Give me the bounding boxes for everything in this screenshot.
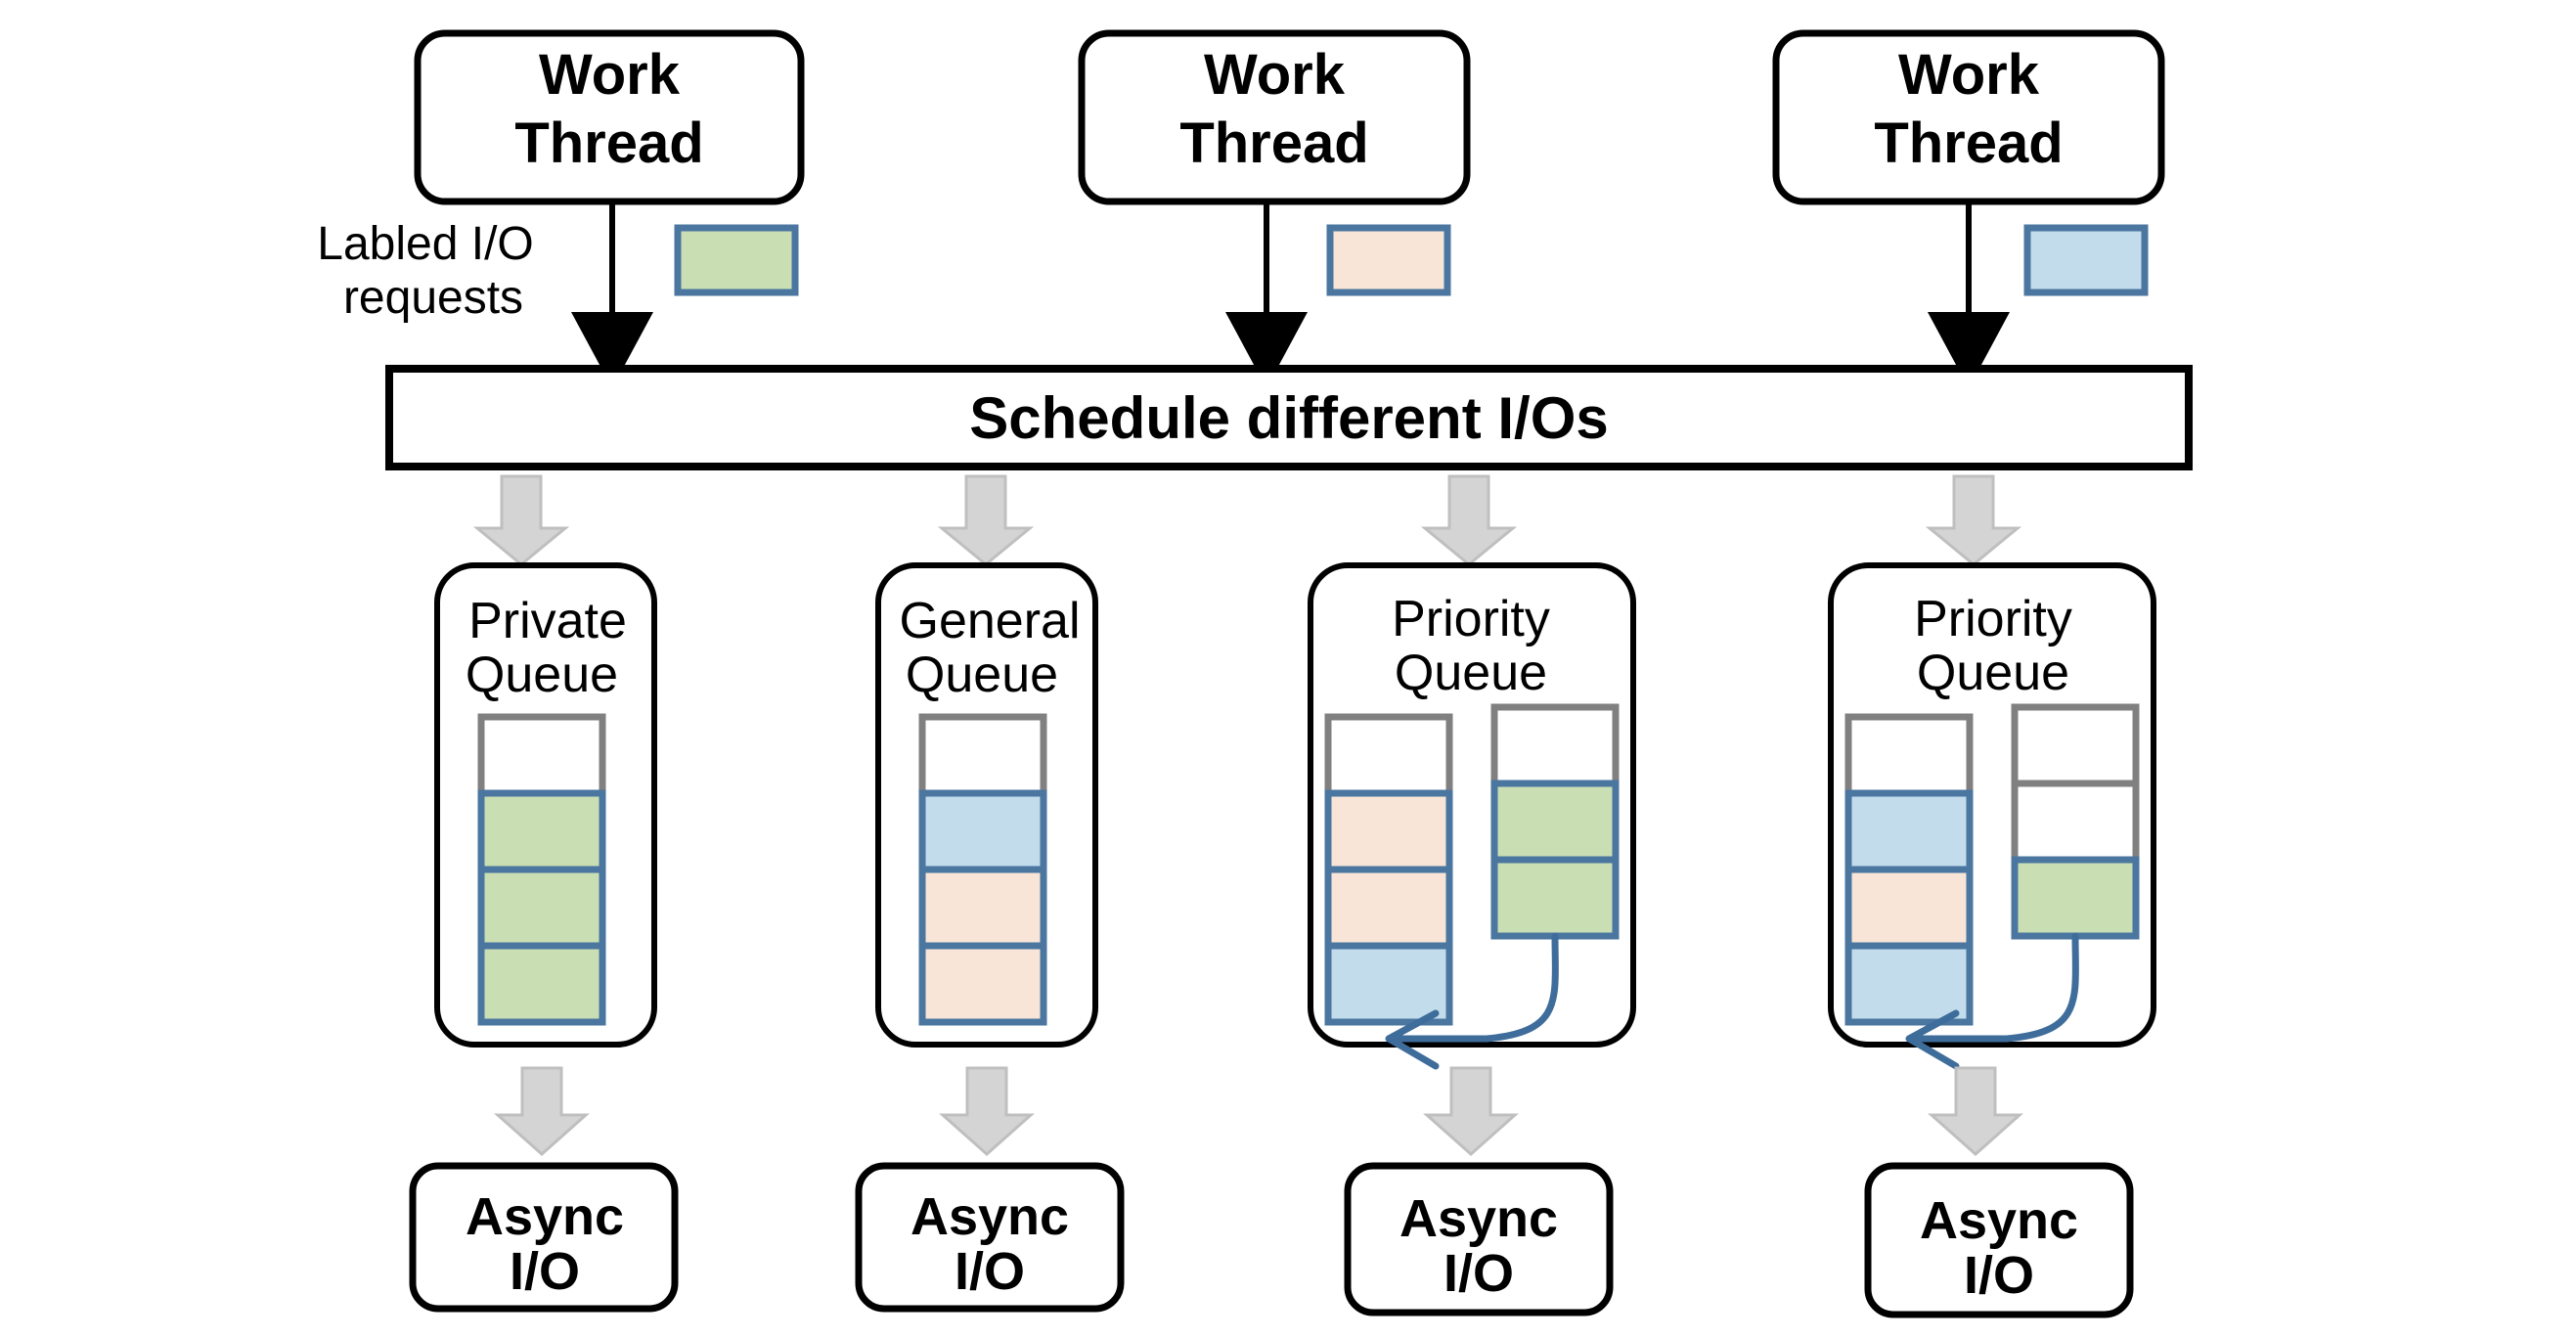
queue-priority-2-title-line2: Queue [1917,645,2069,701]
async-io-2-line2: I/O [955,1242,1025,1301]
async-io-box-2[interactable] [855,1162,1125,1313]
swatch-blue [2023,224,2149,296]
async-io-3-line2: I/O [1443,1244,1514,1303]
scheduler-bar[interactable] [385,365,2193,470]
queue-cell-green [2011,856,2140,940]
async-io-1-line1: Async [466,1187,624,1246]
queue-cell-empty [477,713,606,797]
async-io-2-line1: Async [910,1187,1069,1246]
queue-cell-green [1490,780,1620,864]
queue-priority-1-title-line1: Priority [1392,591,1550,647]
queue-cell-peach [1324,789,1453,873]
queue-cell-empty [1844,713,1974,797]
queue-priority-1-column-1 [1324,713,1453,1026]
queue-cell-peach [918,866,1047,950]
queue-to-async-arrow-4 [1928,1066,2023,1157]
queue-to-async-arrow-3 [1423,1066,1519,1157]
scheduler-to-queue-arrow-4 [1925,474,2022,566]
queue-cell-empty [1490,703,1620,787]
scheduler-to-queue-arrow-3 [1420,474,1518,566]
work-thread-3-line1: Work [1898,43,2040,107]
queue-cell-blue [1324,942,1453,1026]
queue-cell-empty [1324,713,1453,797]
swatch-green [674,224,799,296]
queue-general-title-line2: Queue [906,647,1058,703]
queue-cell-green [477,866,606,950]
queue-cell-peach [1844,866,1974,950]
priority-1-requeue-arrow [1395,932,1559,1043]
queue-priority-1-column-2 [1490,703,1620,940]
scheduler-to-queue-arrow-1 [472,474,570,566]
queue-cell-peach [918,942,1047,1026]
queue-to-async-arrow-1 [494,1066,590,1157]
queue-cell-empty [2011,780,2140,864]
queue-cell-blue [918,789,1047,873]
priority-2-requeue-arrowhead [1905,1009,1960,1070]
async-io-3-line1: Async [1399,1189,1558,1248]
async-io-box-1[interactable] [409,1162,679,1313]
priority-2-requeue-arrow [1915,932,2079,1043]
work-thread-2-line2: Thread [1179,112,1368,175]
priority-1-requeue-arrowhead [1385,1009,1440,1070]
queue-private-title-line2: Queue [466,647,618,703]
labeled-io-label-line2: requests [343,272,523,324]
swatch-peach [1326,224,1451,296]
queue-cell-green [477,789,606,873]
async-io-box-4[interactable] [1864,1162,2134,1318]
labeled-io-label-line1: Labled I/O [317,218,533,270]
work-thread-3-line2: Thread [1874,112,2063,175]
work-thread-box-2[interactable] [1078,29,1471,205]
queue-priority-2-title-line1: Priority [1914,591,2072,647]
queue-cell-peach [1324,866,1453,950]
queue-priority-2-column-2 [2011,703,2140,940]
async-io-4-line1: Async [1920,1191,2078,1250]
async-io-4-line2: I/O [1964,1246,2034,1305]
async-io-box-3[interactable] [1344,1162,1614,1316]
queue-cell-green [477,942,606,1026]
queue-priority-1-title-line2: Queue [1395,645,1547,701]
work-thread-1-line1: Work [539,43,681,107]
queue-cell-blue [1844,942,1974,1026]
queue-general-column-1 [918,713,1047,1026]
work-thread-1-line2: Thread [514,112,703,175]
queue-to-async-arrow-2 [939,1066,1035,1157]
queue-priority-2-column-1 [1844,713,1974,1026]
async-io-1-line2: I/O [510,1242,580,1301]
queue-private-column-1 [477,713,606,1026]
queue-cell-empty [918,713,1047,797]
queue-cell-green [1490,856,1620,940]
work-thread-2-line1: Work [1204,43,1346,107]
queue-private-title-line1: Private [468,593,627,649]
scheduler-to-queue-arrow-2 [937,474,1035,566]
scheduler-label: Schedule different I/Os [969,385,1608,451]
queue-cell-empty [2011,703,2140,787]
queue-general-title-line1: General [900,593,1081,649]
queue-cell-blue [1844,789,1974,873]
